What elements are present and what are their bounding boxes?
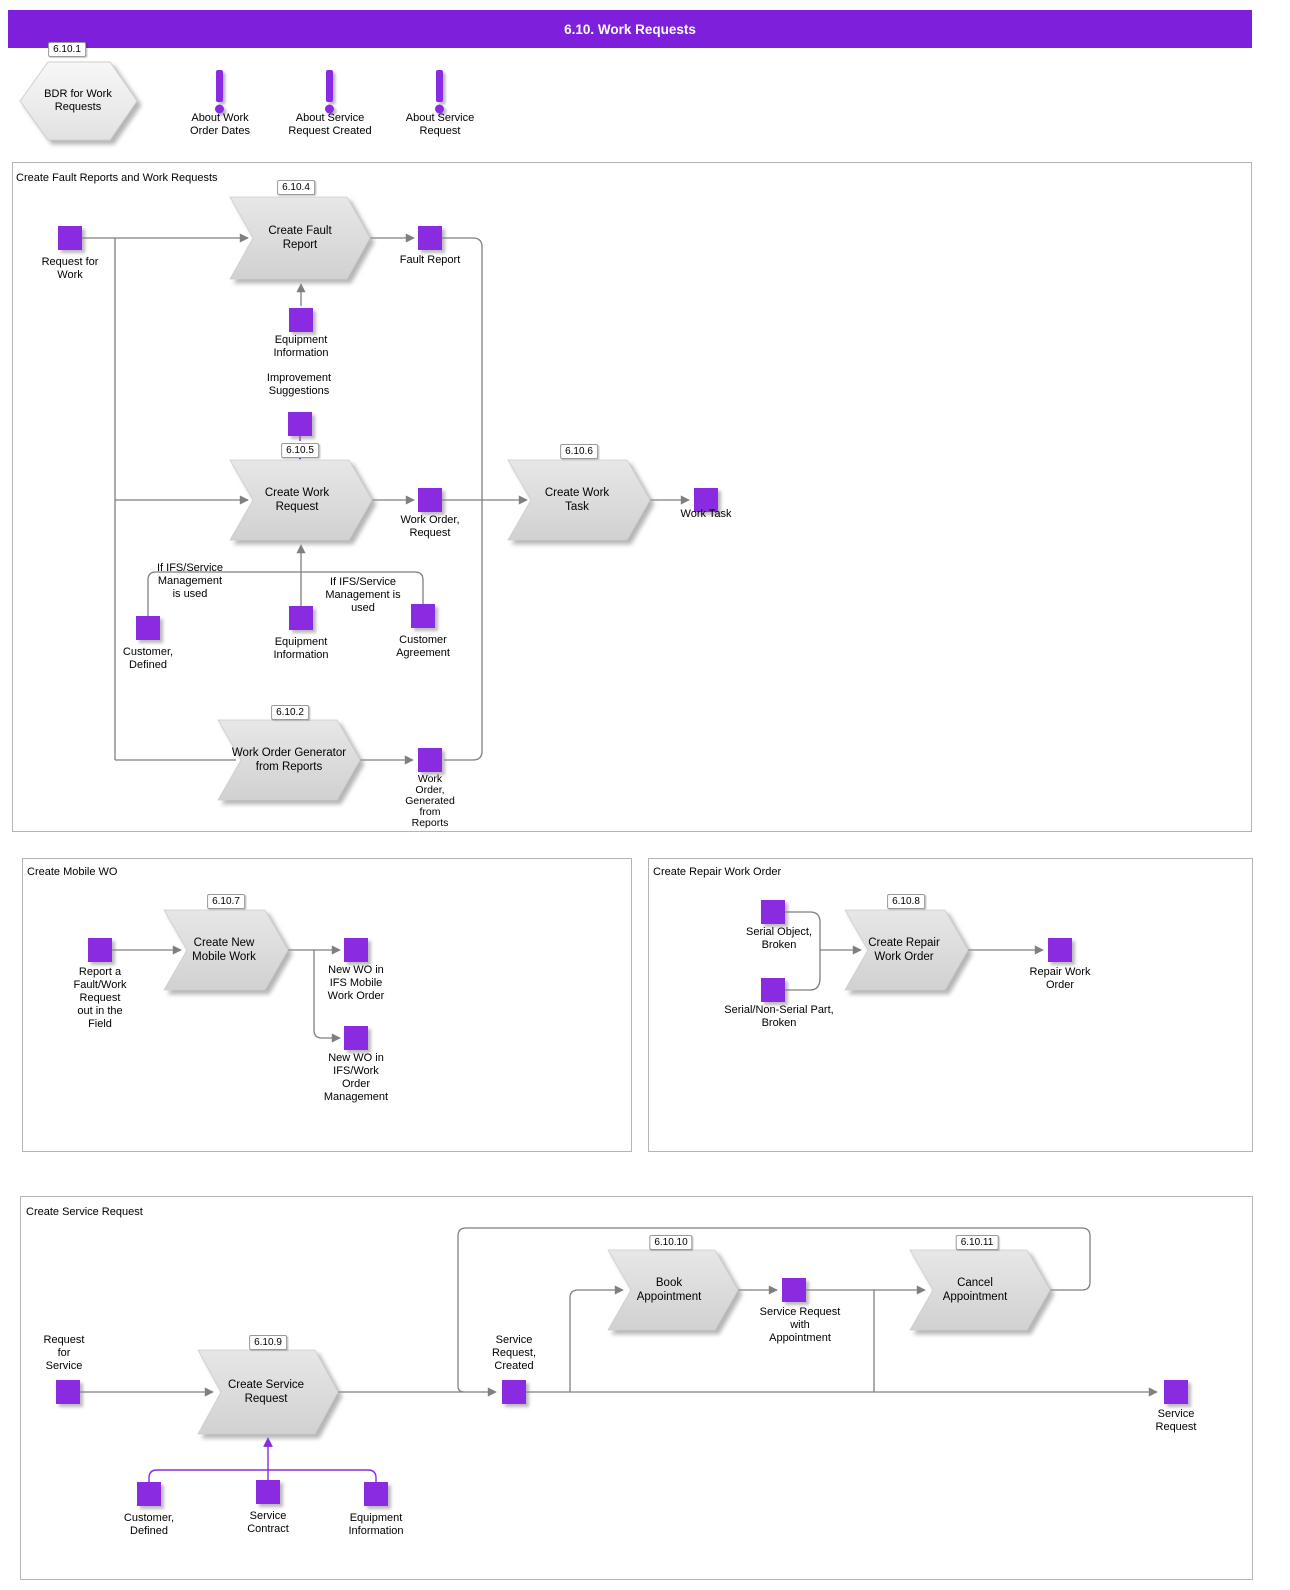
node-work-order-request[interactable] bbox=[418, 488, 442, 512]
node-customer-defined[interactable] bbox=[137, 1482, 161, 1506]
process-label: Create Work Task bbox=[544, 487, 610, 513]
process-badge: 6.10.2 bbox=[271, 705, 309, 720]
note-label[interactable]: About Work Order Dates bbox=[190, 112, 250, 137]
node-label: Fault Report bbox=[399, 254, 461, 266]
node-service-contract[interactable] bbox=[256, 1480, 280, 1504]
section-title-fault: Create Fault Reports and Work Requests bbox=[16, 172, 218, 184]
process-create-new-mobile-work[interactable] bbox=[163, 909, 289, 991]
process-label: Create Fault Report bbox=[268, 225, 332, 251]
section-title-service: Create Service Request bbox=[26, 1206, 143, 1218]
node-work-order-generated[interactable] bbox=[418, 748, 442, 772]
process-badge: 6.10.6 bbox=[560, 444, 598, 459]
node-request-for-work[interactable] bbox=[58, 226, 82, 250]
node-serial-object-broken[interactable] bbox=[761, 900, 785, 924]
node-label: New WO in IFS/Work Order Management bbox=[323, 1052, 389, 1103]
connectors-repair-section bbox=[785, 911, 1044, 991]
node-label: Customer Agreement bbox=[396, 634, 450, 659]
process-badge: 6.10.5 bbox=[281, 443, 319, 458]
process-work-order-generator[interactable] bbox=[217, 719, 361, 801]
connectors-fault-section bbox=[82, 233, 690, 765]
node-equipment-information[interactable] bbox=[289, 606, 313, 630]
section-title-mobile: Create Mobile WO bbox=[27, 866, 118, 878]
section-title-repair: Create Repair Work Order bbox=[653, 866, 782, 878]
connector-service-inputs bbox=[148, 1437, 377, 1482]
node-label: Serial/Non-Serial Part, Broken bbox=[724, 1004, 834, 1029]
note-exclamation-icon[interactable] bbox=[325, 70, 334, 114]
process-cancel-appointment[interactable] bbox=[909, 1249, 1051, 1331]
process-label: Create Service Request bbox=[227, 1379, 305, 1405]
process-label: Book Appointment bbox=[636, 1277, 702, 1303]
connectors-mobile-section bbox=[112, 945, 341, 1043]
node-label: Equipment Information bbox=[273, 636, 329, 661]
note-exclamation-icon[interactable] bbox=[215, 70, 224, 114]
node-label: Report a Fault/Work Request out in the F… bbox=[73, 966, 127, 1030]
node-work-task[interactable] bbox=[694, 488, 718, 512]
node-improvement-suggestions[interactable] bbox=[288, 412, 312, 436]
node-label: Repair Work Order bbox=[1029, 966, 1091, 991]
node-label: Customer, Defined bbox=[123, 1512, 175, 1537]
process-label: Create Repair Work Order bbox=[868, 937, 940, 963]
process-book-appointment[interactable] bbox=[607, 1249, 739, 1331]
node-label: New WO in IFS Mobile Work Order bbox=[327, 964, 385, 1002]
node-label: Work Order, Request bbox=[400, 514, 460, 539]
condition-label: If IFS/Service Management is used bbox=[156, 562, 224, 600]
node-label: Service Request with Appointment bbox=[759, 1306, 841, 1344]
bdr-hexagon[interactable] bbox=[19, 61, 138, 141]
condition-label: If IFS/Service Management is used bbox=[325, 576, 401, 614]
node-label: Request for Work bbox=[41, 256, 99, 281]
node-report-fault-field[interactable] bbox=[88, 938, 112, 962]
note-label[interactable]: About Service Request bbox=[405, 112, 475, 137]
process-badge: 6.10.7 bbox=[207, 894, 245, 909]
process-badge: 6.10.10 bbox=[649, 1235, 693, 1250]
process-label: Create New Mobile Work bbox=[192, 937, 256, 963]
process-create-work-task[interactable] bbox=[507, 459, 651, 541]
node-label: Equipment Information bbox=[348, 1512, 404, 1537]
process-create-fault-report[interactable] bbox=[229, 196, 371, 280]
node-label: Service Contract bbox=[247, 1510, 289, 1535]
node-new-wo-ifs[interactable] bbox=[344, 1026, 368, 1050]
process-badge: 6.10.9 bbox=[249, 1335, 287, 1350]
node-customer-defined[interactable] bbox=[136, 616, 160, 640]
page-title: 6.10. Work Requests bbox=[564, 21, 696, 37]
node-service-request[interactable] bbox=[1164, 1380, 1188, 1404]
process-create-service-request[interactable] bbox=[197, 1349, 339, 1435]
node-service-request-with-appointment[interactable] bbox=[782, 1278, 806, 1302]
process-label: Create Work Request bbox=[264, 487, 330, 513]
node-label: Improvement Suggestions bbox=[266, 372, 332, 397]
process-create-repair-work-order[interactable] bbox=[844, 909, 969, 991]
node-service-request-created[interactable] bbox=[502, 1380, 526, 1404]
node-customer-agreement[interactable] bbox=[411, 604, 435, 628]
node-label: Service Request, Created bbox=[491, 1334, 537, 1372]
node-label: Work Task bbox=[680, 508, 732, 520]
node-repair-work-order[interactable] bbox=[1048, 938, 1072, 962]
bdr-badge: 6.10.1 bbox=[48, 42, 86, 57]
connectors-service-section bbox=[80, 1227, 1158, 1397]
node-serial-part-broken[interactable] bbox=[761, 978, 785, 1002]
process-label: Work Order Generator from Reports bbox=[231, 747, 347, 773]
page-title-banner: 6.10. Work Requests bbox=[8, 10, 1252, 48]
node-label: Work Order, Generated from Reports bbox=[405, 773, 455, 829]
node-label: Customer, Defined bbox=[122, 646, 174, 671]
node-equipment-information[interactable] bbox=[364, 1482, 388, 1506]
process-create-work-request[interactable] bbox=[229, 459, 373, 541]
node-label: Equipment Information bbox=[273, 334, 329, 359]
section-mobile-frame bbox=[22, 858, 632, 1152]
node-fault-report[interactable] bbox=[418, 226, 442, 250]
node-label: Service Request bbox=[1155, 1408, 1197, 1433]
node-label: Request for Service bbox=[43, 1334, 85, 1372]
process-badge: 6.10.8 bbox=[887, 894, 925, 909]
node-equipment-information[interactable] bbox=[289, 308, 313, 332]
note-exclamation-icon[interactable] bbox=[435, 70, 444, 114]
note-label[interactable]: About Service Request Created bbox=[288, 112, 372, 137]
node-new-wo-mobile[interactable] bbox=[344, 938, 368, 962]
process-label: Cancel Appointment bbox=[942, 1277, 1008, 1303]
process-badge: 6.10.11 bbox=[955, 1235, 999, 1250]
node-request-for-service[interactable] bbox=[56, 1380, 80, 1404]
bdr-label: BDR for Work Requests bbox=[44, 88, 112, 113]
section-repair-frame bbox=[648, 858, 1253, 1152]
node-label: Serial Object, Broken bbox=[745, 926, 813, 951]
process-badge: 6.10.4 bbox=[277, 180, 315, 195]
